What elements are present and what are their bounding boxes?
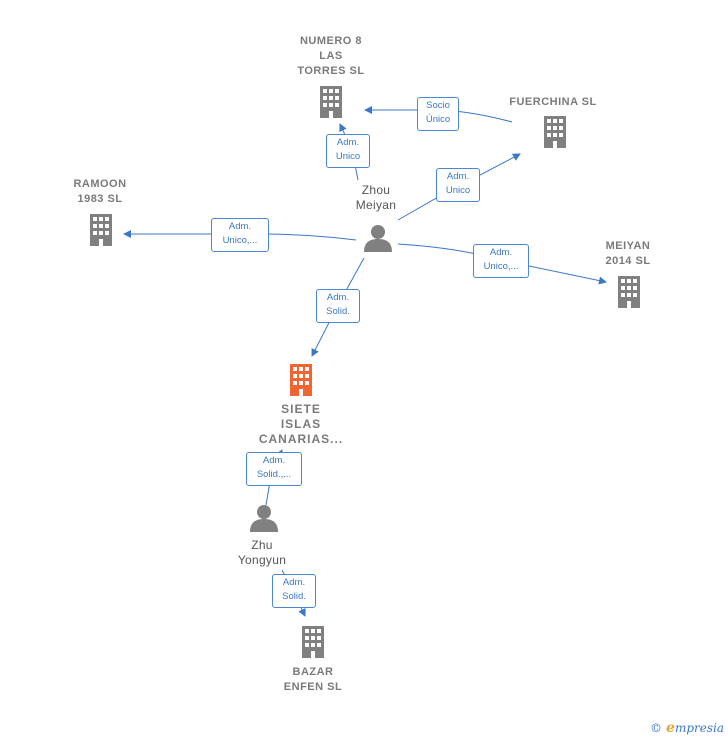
copyright-symbol: © <box>650 721 663 735</box>
bazar-building-icon[interactable] <box>302 626 324 658</box>
zhu-person-icon[interactable] <box>250 505 278 532</box>
edge-label-zhu-bazar: Adm. Solid. <box>272 574 316 608</box>
brand-logo-text: mpresia <box>674 721 724 735</box>
node-label-meiyan2014[interactable]: MEIYAN 2014 SL <box>605 240 651 267</box>
node-label-siete[interactable]: SIETE ISLAS CANARIAS... <box>258 402 344 446</box>
node-label-numero8[interactable]: NUMERO 8 LAS TORRES SL <box>297 35 365 77</box>
edge-label-zhou-meiyan2014: Adm. Unico,... <box>473 244 529 278</box>
meiyan2014-building-icon[interactable] <box>618 276 640 308</box>
edge-label-zhou-siete: Adm. Solid. <box>316 289 360 323</box>
edge-label-zhou-numero8: Adm. Unico <box>326 134 370 168</box>
brand-logo-initial: e <box>666 720 675 736</box>
brand-footer[interactable]: ©empresia <box>650 720 724 736</box>
node-label-zhu[interactable]: Zhu Yongyun <box>237 538 287 567</box>
node-label-ramoon[interactable]: RAMOON 1983 SL <box>73 178 127 205</box>
edge-label-fuerchina-numero8: Socio Único <box>417 97 459 131</box>
numero8-building-icon[interactable] <box>320 86 342 118</box>
edge-label-zhou-ramoon: Adm. Unico,... <box>211 218 269 252</box>
node-label-fuerchina[interactable]: FUERCHINA SL <box>509 96 597 108</box>
edge-label-zhou-fuerchina: Adm. Unico <box>436 168 480 202</box>
zhou-person-icon[interactable] <box>364 225 392 252</box>
edge-label-zhu-siete: Adm. Solid.,... <box>246 452 302 486</box>
node-label-zhou[interactable]: Zhou Meiyan <box>355 183 397 212</box>
siete-building-icon[interactable] <box>290 364 312 396</box>
fuerchina-building-icon[interactable] <box>544 116 566 148</box>
node-label-bazar[interactable]: BAZAR ENFEN SL <box>283 666 343 693</box>
ramoon-building-icon[interactable] <box>90 214 112 246</box>
